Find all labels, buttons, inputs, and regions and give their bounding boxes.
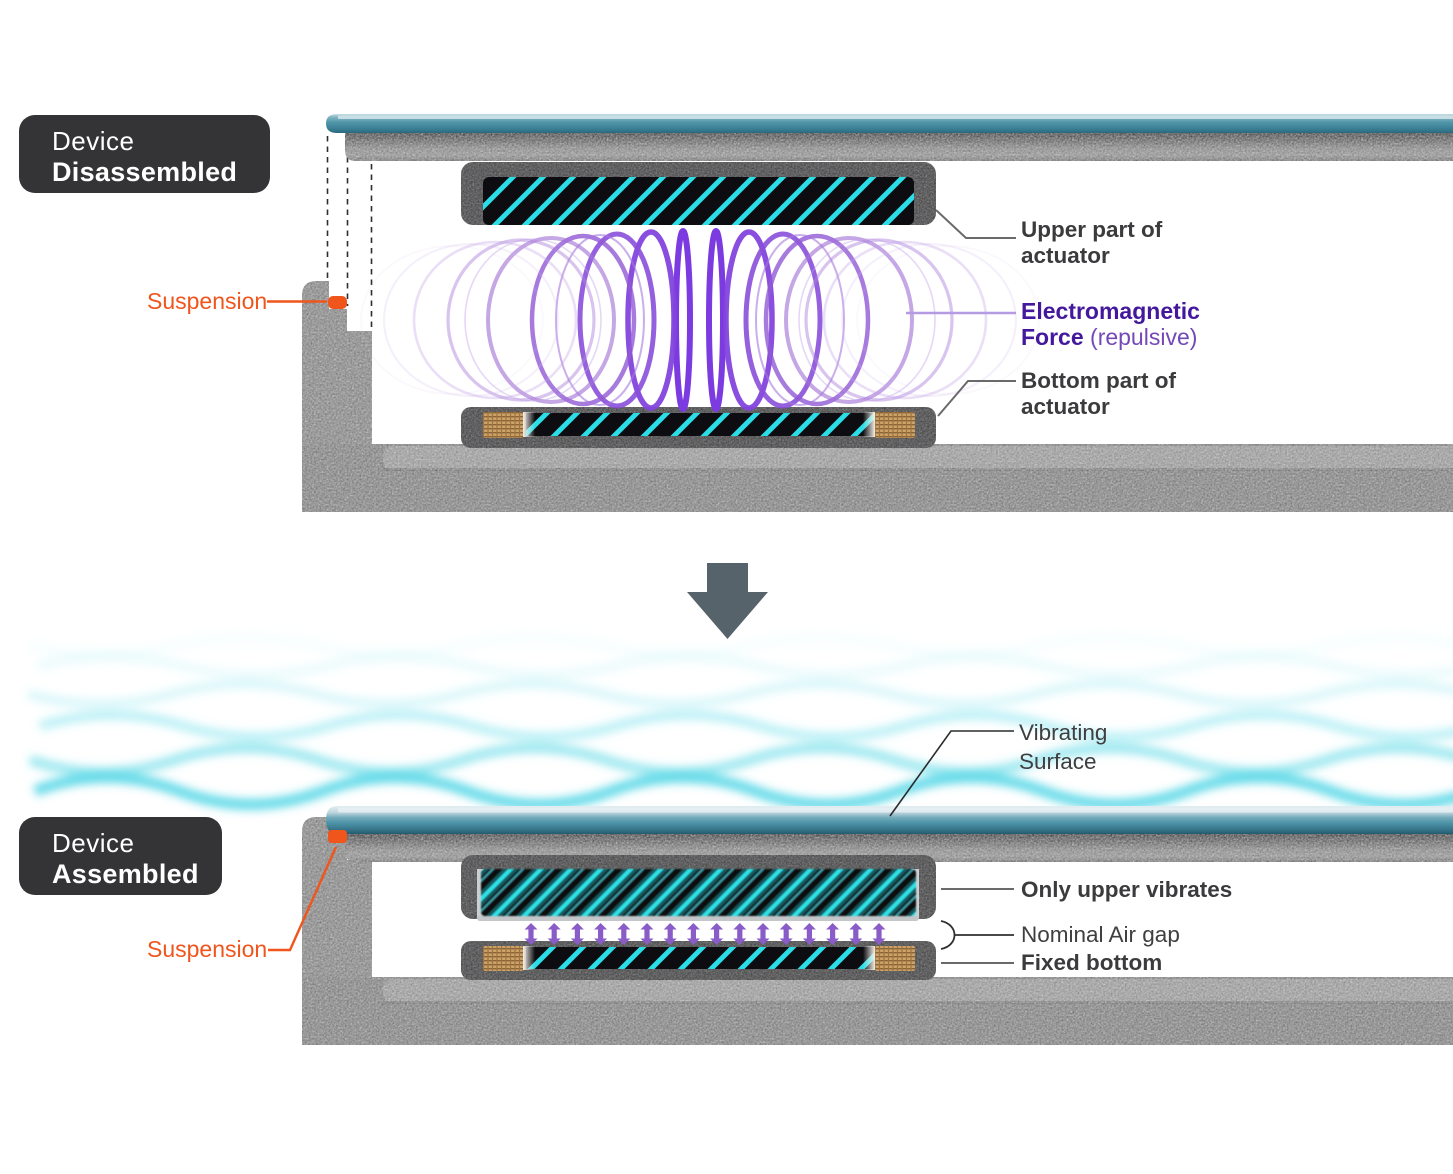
upper-magnet bbox=[483, 177, 914, 225]
disassembled-diagram bbox=[267, 114, 1453, 512]
only-upper-label: Only upper vibrates bbox=[1021, 877, 1233, 902]
em-force-label: Electromagnetic Force (repulsive) bbox=[1021, 298, 1209, 350]
electromagnetic-field-rings-icon bbox=[360, 228, 1040, 412]
upper-actuator-label: Upper part of actuator bbox=[1021, 217, 1163, 268]
vibrating-upper-magnet bbox=[477, 869, 919, 921]
chassis-disassembled bbox=[302, 133, 1453, 512]
em-force-qualifier: (repulsive) bbox=[1090, 324, 1198, 351]
air-gap-label: Nominal Air gap bbox=[1021, 922, 1180, 947]
bottom-magnet bbox=[526, 413, 878, 436]
chassis-assembled bbox=[302, 817, 1453, 1045]
alignment-dashed-guides bbox=[326, 136, 373, 329]
top-plate-disassembled bbox=[345, 133, 1453, 161]
down-arrow-icon bbox=[687, 563, 768, 639]
suspension-block-disassembled bbox=[328, 296, 347, 309]
coil-left-icon bbox=[483, 946, 523, 971]
coil-right-icon bbox=[875, 946, 915, 971]
coil-right-icon bbox=[875, 412, 915, 438]
bottom-actuator-internals-assembled bbox=[483, 946, 915, 971]
device-assembled-badge: Device Assembled bbox=[19, 817, 222, 895]
badge-line1: Device bbox=[52, 126, 135, 156]
device-disassembled-badge: Device Disassembled bbox=[19, 115, 270, 193]
badge-line2: Disassembled bbox=[52, 157, 238, 187]
suspension-leader-assembled bbox=[268, 846, 338, 952]
sound-waves-icon bbox=[26, 634, 1453, 810]
bottom-magnet-assembled bbox=[526, 947, 878, 969]
upper-actuator-leader bbox=[935, 209, 1016, 239]
vibrating-surface-leader bbox=[889, 730, 1014, 817]
assembled-diagram bbox=[26, 634, 1453, 1045]
air-gap-arrows-icon bbox=[524, 923, 886, 945]
badge-line1: Device bbox=[52, 828, 135, 858]
leader-lines-assembled bbox=[268, 730, 1014, 964]
glass-highlight bbox=[338, 115, 1453, 119]
coil-left-icon bbox=[483, 412, 523, 438]
bottom-actuator-leader bbox=[937, 380, 1016, 417]
glass-highlight-assembled bbox=[338, 807, 1453, 813]
glass-surface-assembled bbox=[326, 806, 1453, 834]
suspension-label-assembled: Suspension bbox=[147, 936, 268, 962]
fixed-bottom-label: Fixed bottom bbox=[1021, 950, 1163, 975]
leader-lines-disassembled bbox=[267, 209, 1016, 417]
suspension-block-assembled bbox=[328, 830, 347, 843]
vibrating-surface-label: Vibrating Surface bbox=[1019, 720, 1108, 774]
air-gap-bracket bbox=[940, 920, 956, 950]
bottom-actuator-internals bbox=[483, 412, 915, 438]
em-force-main: Electromagnetic Force bbox=[1021, 298, 1200, 351]
badge-line2: Assembled bbox=[52, 859, 199, 889]
bottom-actuator-label: Bottom part of actuator bbox=[1021, 368, 1176, 419]
suspension-label-disassembled: Suspension bbox=[147, 288, 268, 314]
